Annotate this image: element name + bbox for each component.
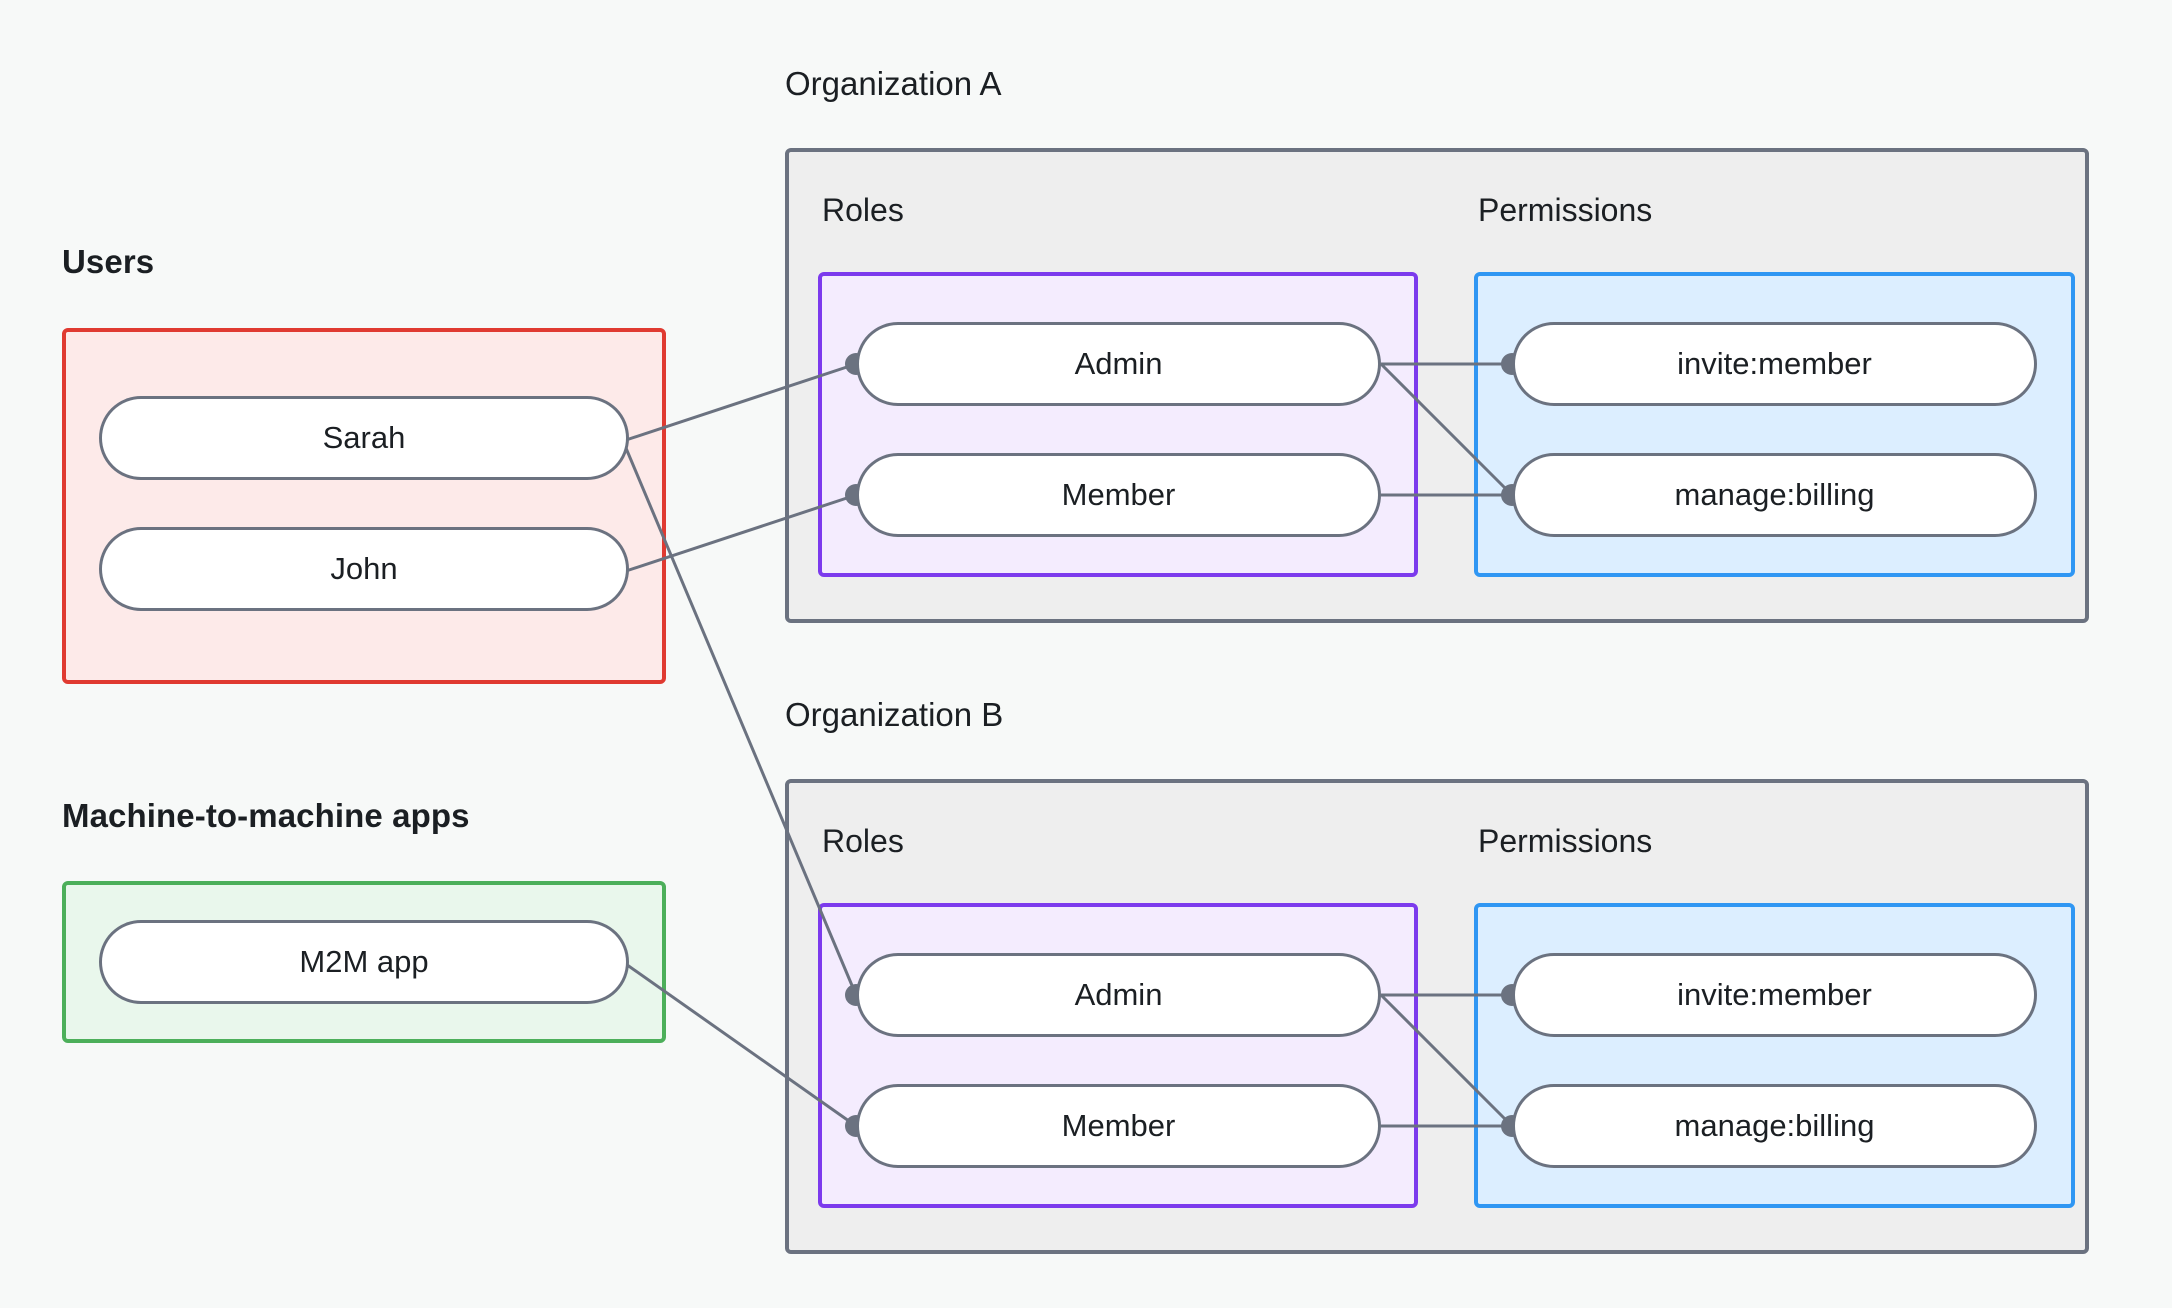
role-node-orgB-member[interactable]: Member	[856, 1084, 1381, 1168]
organization-b-label: Organization B	[785, 696, 1004, 733]
organization-a-permissions-label: Permissions	[1478, 192, 1653, 228]
m2m-node-app[interactable]: M2M app	[99, 920, 629, 1004]
role-node-orgA-member[interactable]: Member	[856, 453, 1381, 537]
permission-node-orgA-manage-billing[interactable]: manage:billing	[1512, 453, 2037, 537]
role-node-orgA-admin[interactable]: Admin	[856, 322, 1381, 406]
user-node-sarah[interactable]: Sarah	[99, 396, 629, 480]
role-node-orgB-admin[interactable]: Admin	[856, 953, 1381, 1037]
organization-b-roles-label: Roles	[822, 823, 904, 859]
m2m-group-label: Machine-to-machine apps	[62, 797, 470, 834]
permission-node-orgB-manage-billing[interactable]: manage:billing	[1512, 1084, 2037, 1168]
users-group-label: Users	[62, 243, 155, 280]
users-group-panel	[62, 328, 666, 684]
user-node-john[interactable]: John	[99, 527, 629, 611]
organization-a-roles-label: Roles	[822, 192, 904, 228]
permission-node-orgA-invite-member[interactable]: invite:member	[1512, 322, 2037, 406]
organization-b-permissions-label: Permissions	[1478, 823, 1653, 859]
permission-node-orgB-invite-member[interactable]: invite:member	[1512, 953, 2037, 1037]
organization-a-label: Organization A	[785, 65, 1002, 102]
